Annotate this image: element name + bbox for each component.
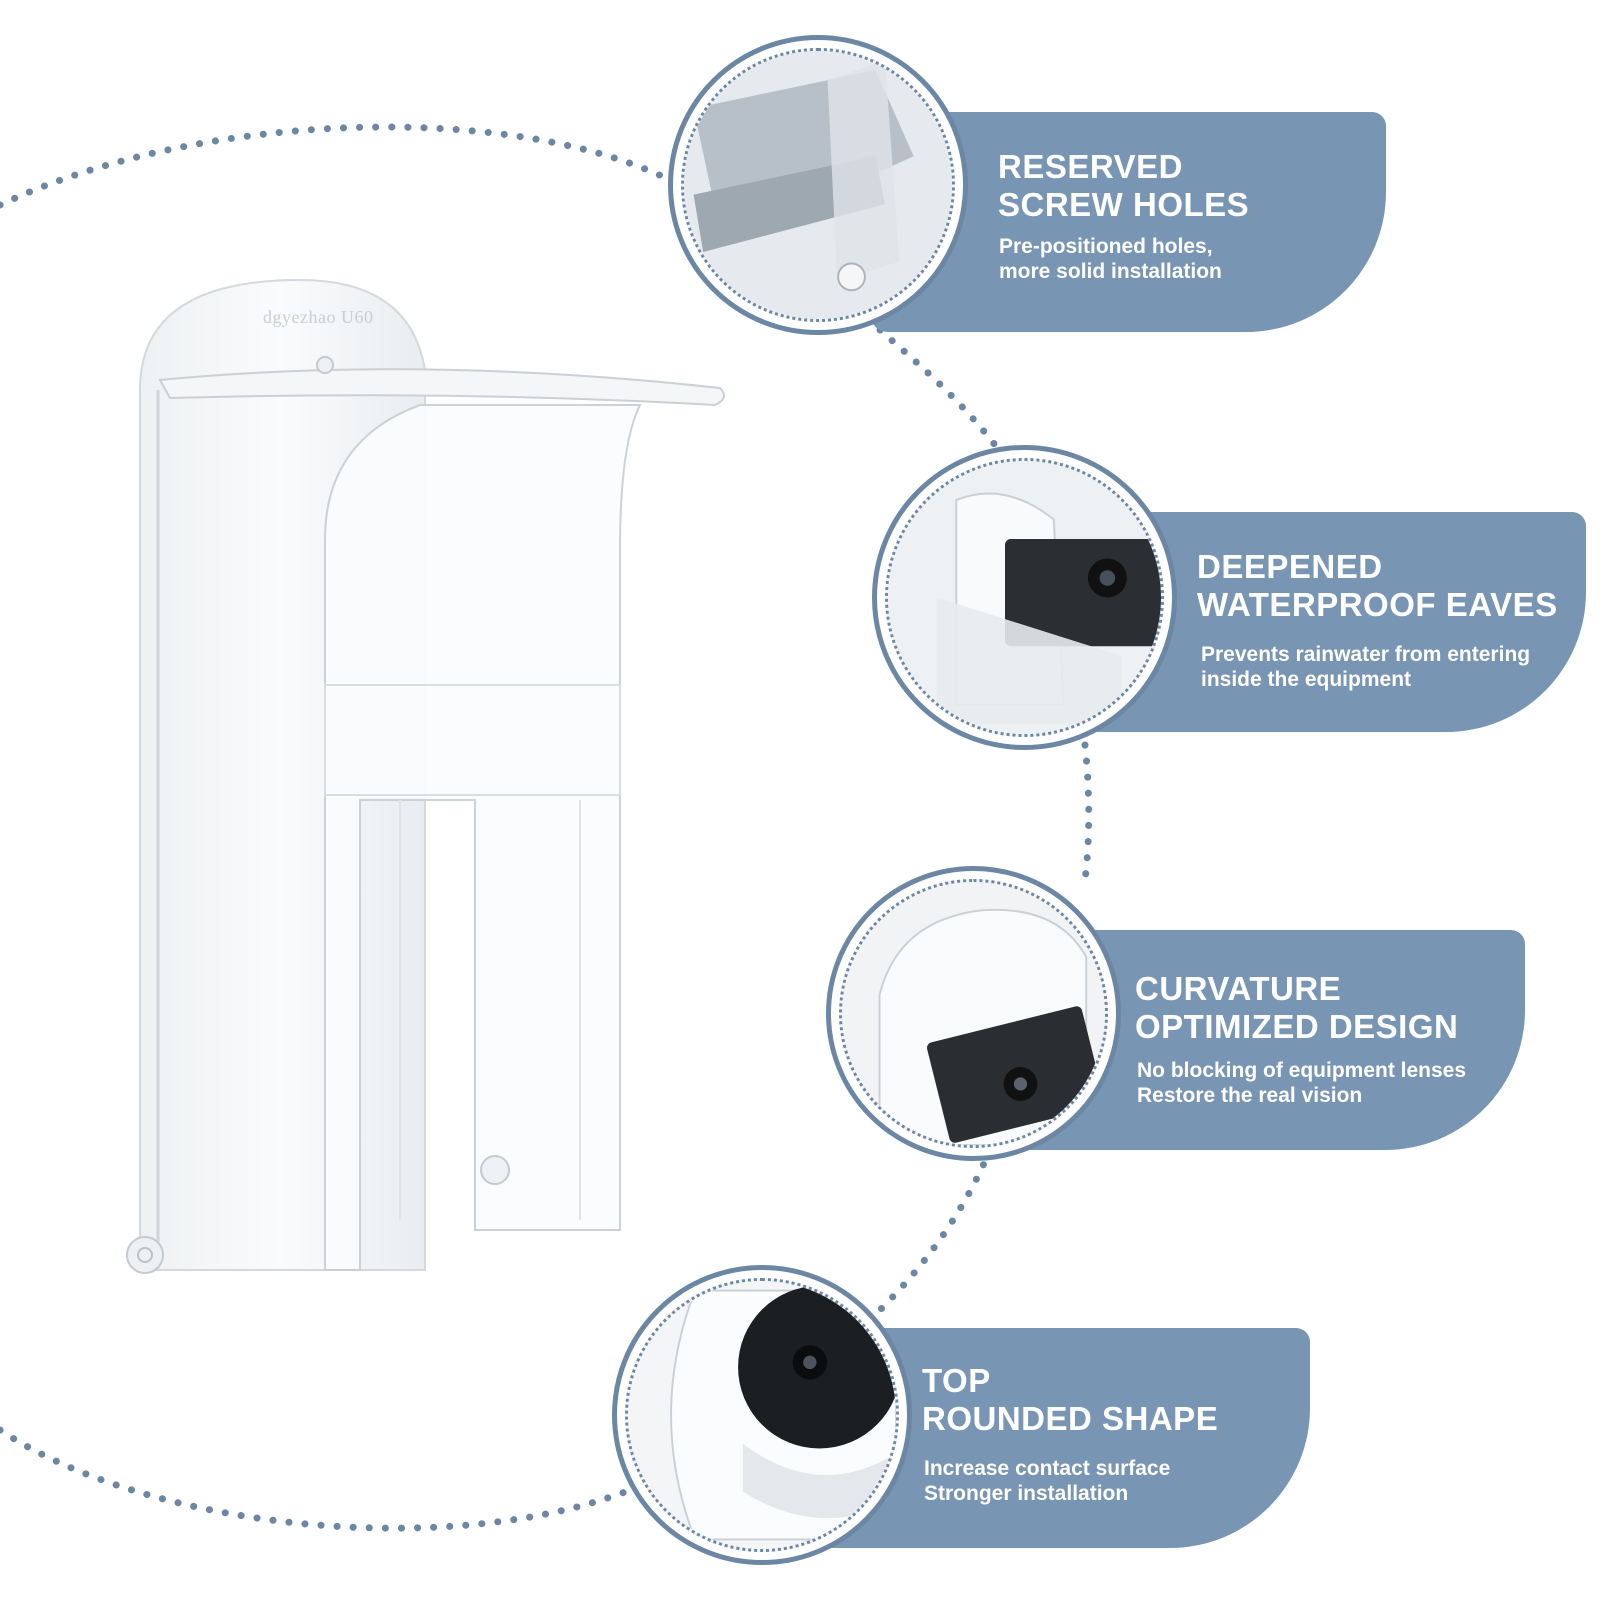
brand-mark: dgyezhao U60 (263, 307, 374, 327)
rounded-top-closeup-icon (612, 1265, 912, 1565)
curvature-closeup-icon (826, 866, 1121, 1161)
feature-title: RESERVED SCREW HOLES (998, 148, 1250, 223)
waterproof-eaves-closeup-icon (872, 445, 1177, 750)
screw-hole-closeup-icon (668, 35, 968, 335)
feature-description: No blocking of equipment lenses Restore … (1137, 1059, 1467, 1107)
feature-title: DEEPENED WATERPROOF EAVES (1197, 548, 1558, 623)
transparent-cover-illustration (126, 278, 725, 1274)
feature-title: TOP ROUNDED SHAPE (922, 1362, 1219, 1437)
feature-description: Increase contact surface Stronger instal… (924, 1457, 1171, 1505)
feature-description: Pre-positioned holes, more solid install… (999, 235, 1222, 283)
feature-description: Prevents rainwater from entering inside … (1201, 643, 1531, 691)
feature-title: CURVATURE OPTIMIZED DESIGN (1135, 970, 1459, 1045)
product-image: dgyezhao U60 (100, 270, 750, 1310)
feature-card-waterproof-eaves: DEEPENED WATERPROOF EAVES Prevents rainw… (1070, 512, 1586, 732)
